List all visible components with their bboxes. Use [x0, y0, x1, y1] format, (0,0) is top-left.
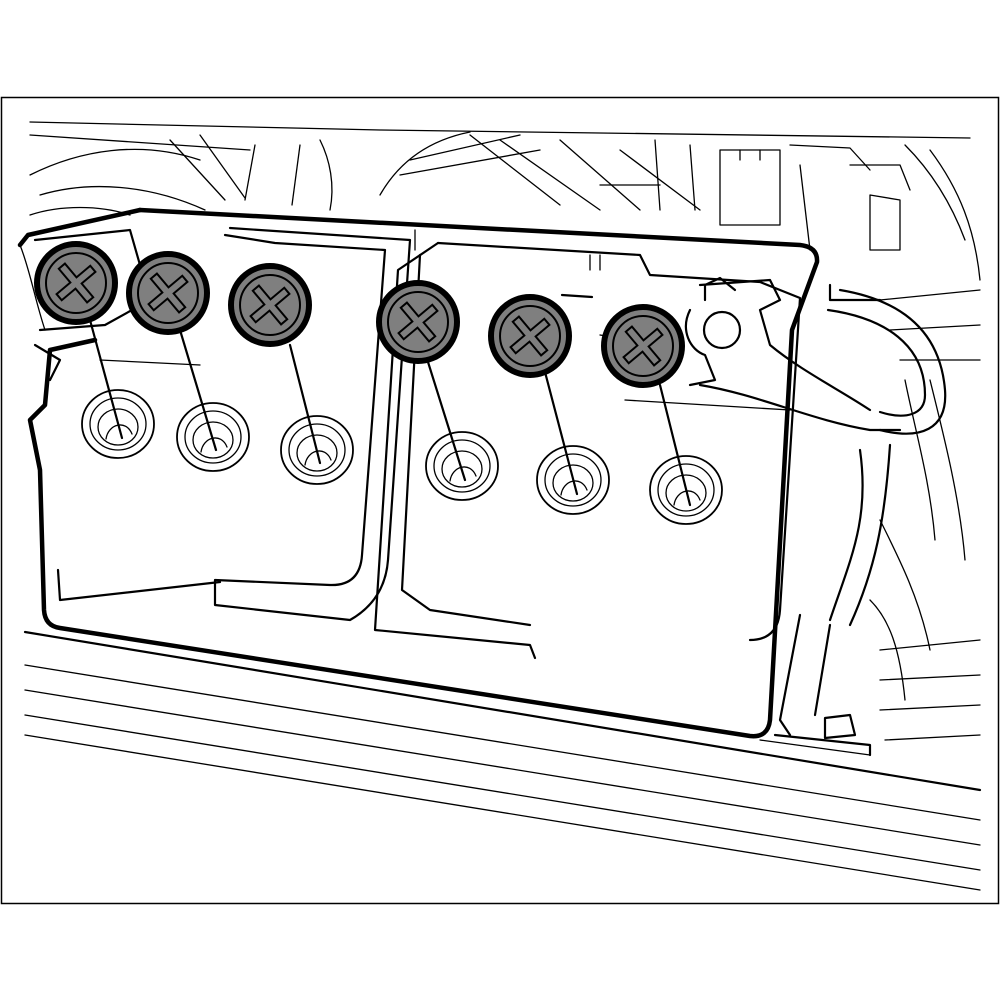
figure-frame: [0, 96, 1000, 905]
leader-lines: [88, 318, 692, 507]
cross-slot-icon: [397, 301, 439, 343]
cell-caps: [34, 241, 685, 388]
cell-cap: [376, 280, 460, 364]
minus-sign: [560, 293, 594, 299]
engine-bay-background: [19, 121, 981, 741]
cell-hole: [425, 431, 499, 501]
battery-tray: [23, 630, 982, 891]
cell-cap: [34, 241, 118, 325]
cell-cap: [488, 294, 572, 378]
cross-slot-icon: [249, 284, 291, 326]
cell-cap: [126, 251, 210, 335]
cell-cap: [601, 304, 685, 388]
cell-cap: [228, 263, 312, 347]
negative-terminal-cable: [684, 276, 947, 757]
cross-slot-icon: [147, 272, 189, 314]
cross-slot-icon: [509, 315, 551, 357]
cross-slot-icon: [55, 262, 97, 304]
cross-slot-icon: [622, 325, 664, 367]
